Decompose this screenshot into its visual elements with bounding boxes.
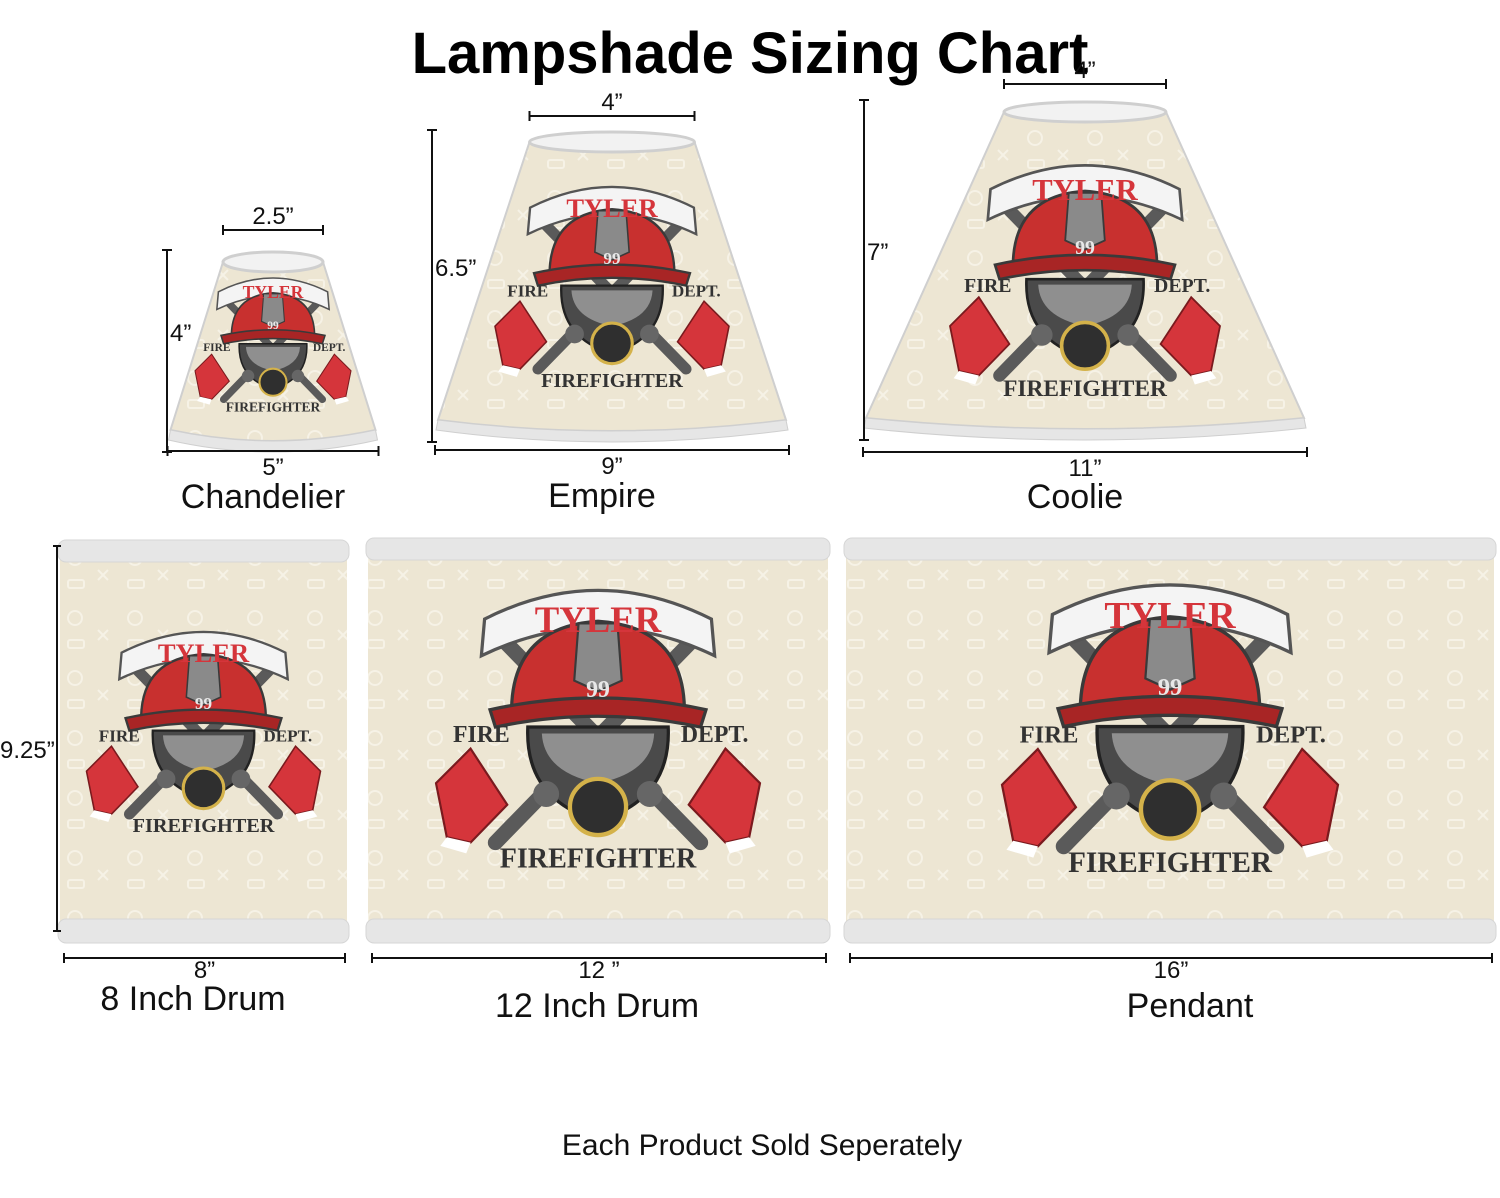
shade-top-trim <box>365 537 831 561</box>
shade-label-drum8: 8 Inch Drum <box>100 980 285 1018</box>
dim-bottom-label: 11” <box>1069 455 1102 482</box>
logo-left-text: FIRE <box>964 275 1011 297</box>
logo-bottom-text: FIREFIGHTER <box>541 370 683 392</box>
logo-left-text: FIRE <box>453 722 510 748</box>
shade-bottom-trim <box>863 417 1307 441</box>
logo-bottom-text: FIREFIGHTER <box>133 815 275 837</box>
dim-bottom-label: 5” <box>262 454 283 481</box>
shade-bottom-trim <box>435 419 789 443</box>
logo-left-text: FIRE <box>1020 721 1079 748</box>
logo-name: TYLER <box>1104 595 1236 637</box>
dim-bottom-label: 16” <box>1154 957 1189 984</box>
shade-top-rim <box>1002 100 1168 124</box>
logo-name: TYLER <box>1032 173 1138 207</box>
chart-title: Lampshade Sizing Chart <box>412 21 1089 86</box>
logo-left-text: FIRE <box>99 727 140 746</box>
dim-height-label: 7” <box>867 239 888 266</box>
footer-note: Each Product Sold Seperately <box>562 1129 962 1162</box>
dim-top-label: 4” <box>1074 57 1095 84</box>
dim-top-label: 4” <box>601 89 622 116</box>
shade-top-trim <box>57 539 350 563</box>
logo-bottom-text: FIREFIGHTER <box>1068 847 1273 879</box>
shade-bottom-trim <box>365 918 831 944</box>
shade-label-chandelier: Chandelier <box>181 478 345 516</box>
logo-right-text: DEPT. <box>1154 275 1210 297</box>
logo-number: 99 <box>1075 237 1095 259</box>
shade-top-trim <box>843 537 1497 561</box>
shade-label-drum12: 12 Inch Drum <box>495 987 699 1025</box>
dim-height-label: 4” <box>170 320 191 347</box>
logo-bottom-text: FIREFIGHTER <box>1003 376 1168 402</box>
logo-number: 99 <box>195 694 212 713</box>
logo-name: TYLER <box>566 193 658 223</box>
logo-number: 99 <box>586 677 610 703</box>
shade-label-empire: Empire <box>548 477 656 515</box>
logo-name: TYLER <box>535 599 662 640</box>
logo-number: 99 <box>603 249 620 268</box>
shade-top-rim <box>528 130 696 154</box>
shade-bottom-trim <box>167 429 379 453</box>
logo-bottom-text: FIREFIGHTER <box>500 843 697 874</box>
logo-left-text: FIRE <box>507 282 548 301</box>
shade-label-coolie: Coolie <box>1027 478 1123 516</box>
shade-bottom-trim <box>843 918 1497 944</box>
logo-right-text: DEPT. <box>1256 721 1326 748</box>
dim-height-label: 6.5” <box>435 255 476 282</box>
logo-number: 99 <box>267 320 279 332</box>
dim-bottom-label: 9” <box>601 453 622 480</box>
dim-height-label: 9.25” <box>0 737 55 764</box>
logo-left-text: FIRE <box>203 342 231 354</box>
shade-bottom-trim <box>57 918 350 944</box>
logo-name: TYLER <box>158 638 250 668</box>
logo-right-text: DEPT. <box>313 342 346 354</box>
dim-bottom-label: 12 ” <box>578 957 619 984</box>
logo-number: 99 <box>1158 674 1183 701</box>
logo-right-text: DEPT. <box>263 727 312 746</box>
logo-right-text: DEPT. <box>681 722 749 748</box>
logo-right-text: DEPT. <box>672 282 721 301</box>
dim-top-label: 2.5” <box>252 203 293 230</box>
shade-label-pendant: Pendant <box>1127 987 1254 1025</box>
logo-bottom-text: FIREFIGHTER <box>226 399 321 414</box>
shade-top-rim <box>221 250 325 274</box>
logo-name: TYLER <box>243 282 304 302</box>
dim-bottom-label: 8” <box>194 957 215 984</box>
